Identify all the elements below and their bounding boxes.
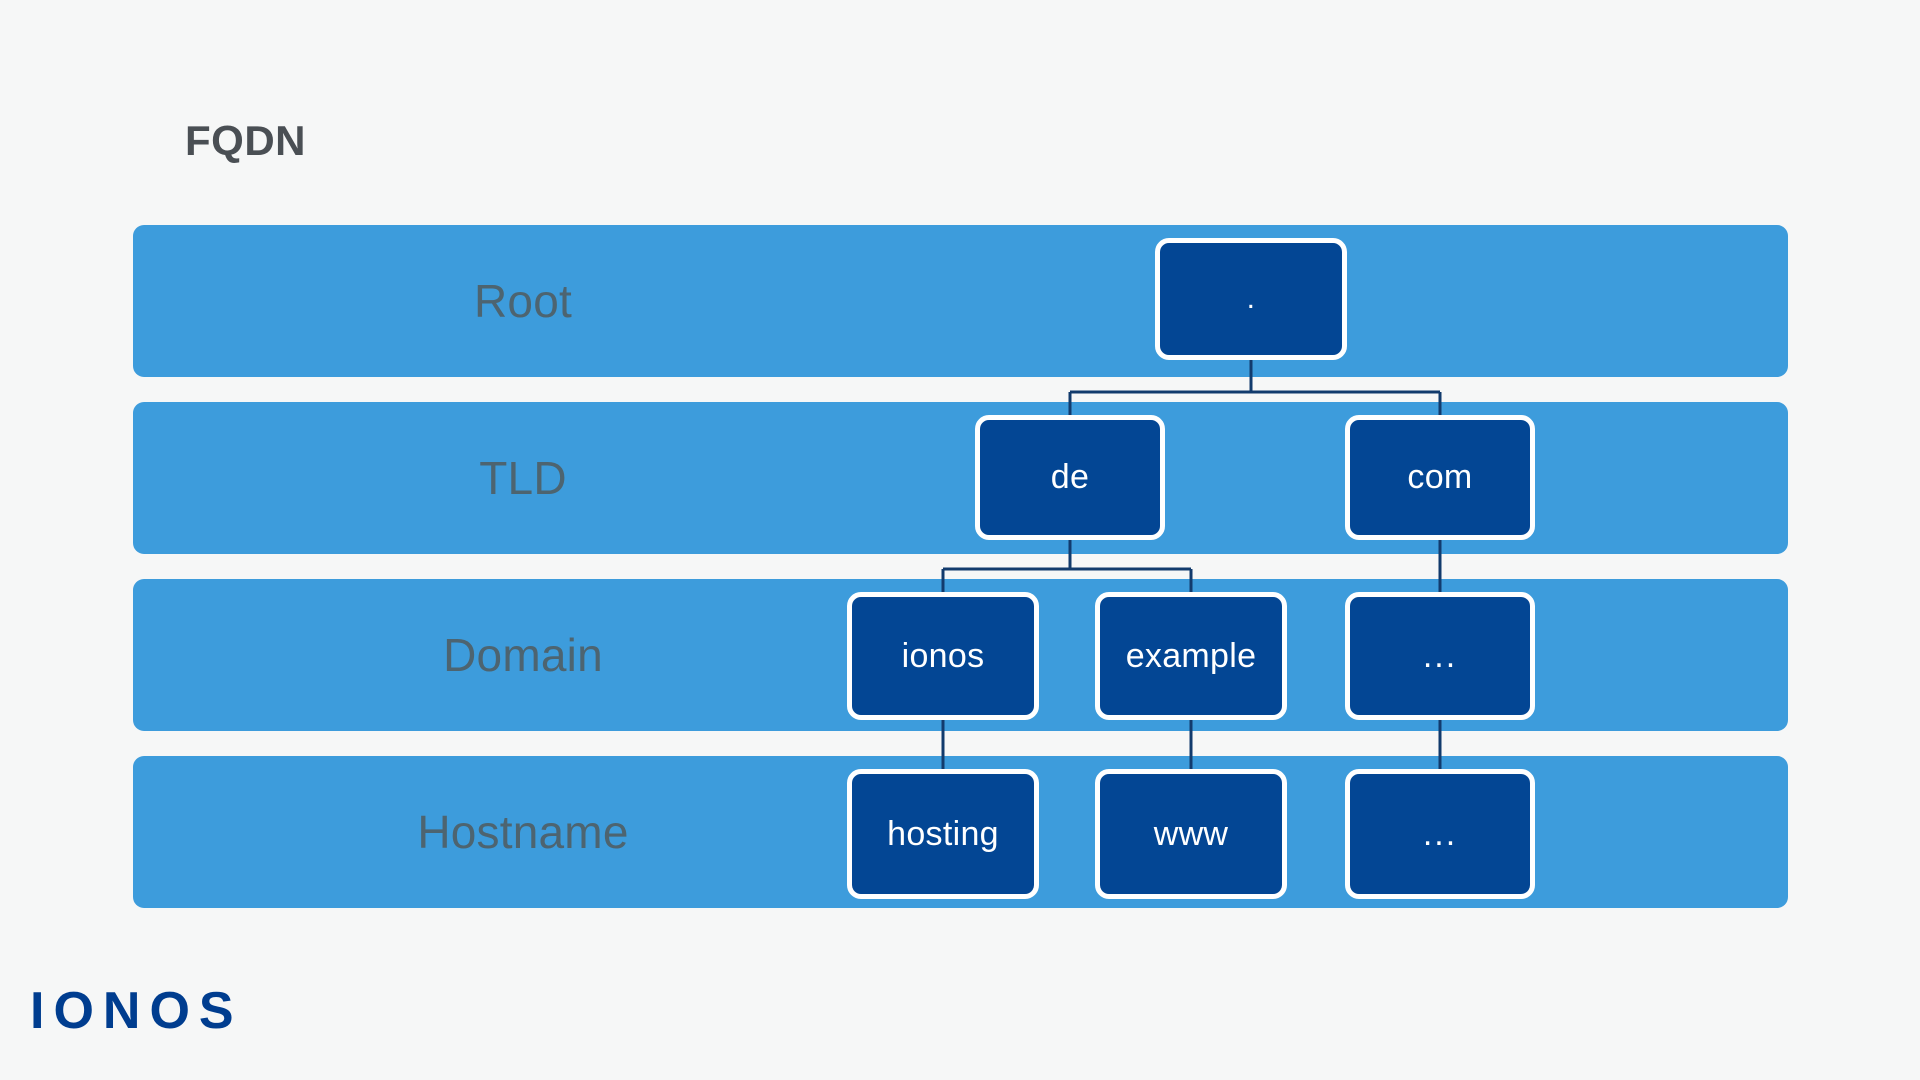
ionos-logo: IONOS	[30, 982, 243, 1040]
row-band-tld: TLD	[133, 402, 1788, 554]
node-domain-ionos-label: ionos	[901, 636, 985, 675]
node-hostname-hosting-label: hosting	[887, 814, 999, 853]
node-hostname-hosting[interactable]: hosting	[847, 769, 1039, 899]
row-label-domain: Domain	[443, 629, 603, 681]
node-domain-example-label: example	[1125, 636, 1257, 675]
node-domain-more[interactable]: ...	[1345, 592, 1535, 720]
node-hostname-more[interactable]: ...	[1345, 769, 1535, 899]
node-tld-com[interactable]: com	[1345, 415, 1535, 540]
node-domain-ionos[interactable]: ionos	[847, 592, 1039, 720]
node-tld-de[interactable]: de	[975, 415, 1165, 540]
node-tld-com-label: com	[1407, 458, 1473, 496]
node-hostname-www[interactable]: www	[1095, 769, 1287, 899]
row-label-root: Root	[474, 275, 572, 327]
node-root-label: .	[1246, 282, 1256, 315]
row-label-tld: TLD	[479, 452, 567, 504]
row-label-hostname: Hostname	[417, 806, 629, 858]
node-hostname-more-label: ...	[1422, 814, 1458, 853]
node-root[interactable]: .	[1155, 238, 1347, 360]
node-tld-de-label: de	[1050, 458, 1090, 496]
node-domain-more-label: ...	[1422, 636, 1458, 675]
row-band-root: Root	[133, 225, 1788, 377]
node-domain-example[interactable]: example	[1095, 592, 1287, 720]
node-hostname-www-label: www	[1153, 814, 1229, 853]
page-title: FQDN	[185, 117, 306, 164]
